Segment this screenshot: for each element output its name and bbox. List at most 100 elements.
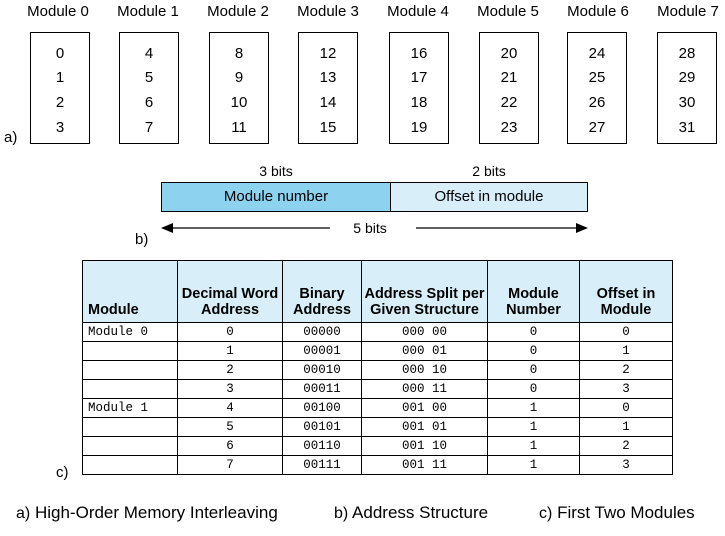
part-c-label: c) xyxy=(56,464,69,481)
module-title: Module 4 xyxy=(387,3,449,20)
offset-cell: 3 xyxy=(579,379,673,399)
caption-b-letter: b) xyxy=(334,505,349,522)
module-cell: Module 0 xyxy=(82,322,178,342)
module-word-address: 22 xyxy=(500,94,518,111)
module-word-address: 23 xyxy=(500,119,518,136)
decimal-cell: 3 xyxy=(177,379,283,399)
part-b-label: b) xyxy=(135,231,149,248)
module-word-address: 30 xyxy=(678,94,696,111)
decimal-cell: 2 xyxy=(177,360,283,380)
module-word-address: 24 xyxy=(588,45,606,62)
offset-cell: 3 xyxy=(579,455,673,475)
part-a-label: a) xyxy=(4,129,18,146)
split-cell: 001 11 xyxy=(361,455,488,475)
offset-cell: 2 xyxy=(579,436,673,456)
header-split: Address Split per Given Structure xyxy=(361,260,488,323)
caption-a-text: High-Order Memory Interleaving xyxy=(34,503,278,522)
module-word-address: 11 xyxy=(231,119,247,136)
module-word-address: 31 xyxy=(678,119,696,136)
module-box: 24 25 26 27 xyxy=(567,32,627,144)
module-word-address: 28 xyxy=(678,45,696,62)
split-cell: 001 00 xyxy=(361,398,488,418)
offset-field: Offset in module xyxy=(390,182,588,212)
module-cell xyxy=(82,436,178,456)
module-word-address: 10 xyxy=(230,94,248,111)
split-cell: 000 01 xyxy=(361,341,488,361)
module-title: Module 1 xyxy=(117,3,179,20)
decimal-cell: 4 xyxy=(177,398,283,418)
split-cell: 000 10 xyxy=(361,360,488,380)
binary-cell: 00101 xyxy=(282,417,362,437)
module-word-address: 1 xyxy=(55,69,65,86)
decimal-cell: 0 xyxy=(177,322,283,342)
module-word-address: 25 xyxy=(588,69,606,86)
split-cell: 000 00 xyxy=(361,322,488,342)
decimal-cell: 5 xyxy=(177,417,283,437)
module-number-cell: 1 xyxy=(487,417,580,437)
module-word-address: 12 xyxy=(319,45,337,62)
offset-cell: 0 xyxy=(579,322,673,342)
module-title: Module 5 xyxy=(477,3,539,20)
module-cell xyxy=(82,379,178,399)
offset-bits-label: 2 bits xyxy=(472,163,506,179)
module-bits-label: 3 bits xyxy=(259,163,293,179)
caption-c-letter: c) xyxy=(539,505,553,522)
total-bits-label: 5 bits xyxy=(353,220,387,236)
module-cell xyxy=(82,455,178,475)
module-word-address: 7 xyxy=(144,119,154,136)
module-box: 0 1 2 3 xyxy=(30,32,90,144)
split-cell: 001 10 xyxy=(361,436,488,456)
module-number-cell: 0 xyxy=(487,322,580,342)
module-number-cell: 0 xyxy=(487,341,580,361)
module-word-address: 15 xyxy=(319,119,337,136)
module-word-address: 0 xyxy=(55,45,65,62)
module-number-field: Module number xyxy=(161,182,391,212)
module-title: Module 0 xyxy=(27,3,89,20)
binary-cell: 00110 xyxy=(282,436,362,456)
caption-b: b) Address Structure xyxy=(334,503,488,523)
module-word-address: 3 xyxy=(55,119,65,136)
module-number-cell: 1 xyxy=(487,455,580,475)
module-word-address: 4 xyxy=(144,45,154,62)
offset-cell: 1 xyxy=(579,341,673,361)
module-word-address: 21 xyxy=(500,69,518,86)
module-word-address: 29 xyxy=(678,69,696,86)
decimal-cell: 7 xyxy=(177,455,283,475)
split-cell: 000 11 xyxy=(361,379,488,399)
binary-cell: 00111 xyxy=(282,455,362,475)
module-word-address: 27 xyxy=(588,119,606,136)
header-module-number: Module Number xyxy=(487,260,580,323)
module-word-address: 2 xyxy=(55,94,65,111)
caption-c: c) First Two Modules xyxy=(539,503,695,523)
module-word-address: 17 xyxy=(410,69,428,86)
module-title: Module 2 xyxy=(207,3,269,20)
module-number-cell: 0 xyxy=(487,360,580,380)
header-module: Module xyxy=(82,260,178,323)
binary-cell: 00010 xyxy=(282,360,362,380)
module-number-cell: 1 xyxy=(487,436,580,456)
module-box: 28 29 30 31 xyxy=(657,32,717,144)
decimal-cell: 1 xyxy=(177,341,283,361)
module-word-address: 13 xyxy=(319,69,337,86)
module-word-address: 16 xyxy=(410,45,428,62)
offset-cell: 2 xyxy=(579,360,673,380)
module-title: Module 6 xyxy=(567,3,629,20)
header-binary: Binary Address xyxy=(282,260,362,323)
module-title: Module 7 xyxy=(657,3,719,20)
total-bits-arrow xyxy=(161,223,588,233)
module-word-address: 26 xyxy=(588,94,606,111)
offset-cell: 0 xyxy=(579,398,673,418)
caption-a-letter: a) xyxy=(16,505,31,522)
module-number-cell: 1 xyxy=(487,398,580,418)
module-word-address: 19 xyxy=(410,119,428,136)
